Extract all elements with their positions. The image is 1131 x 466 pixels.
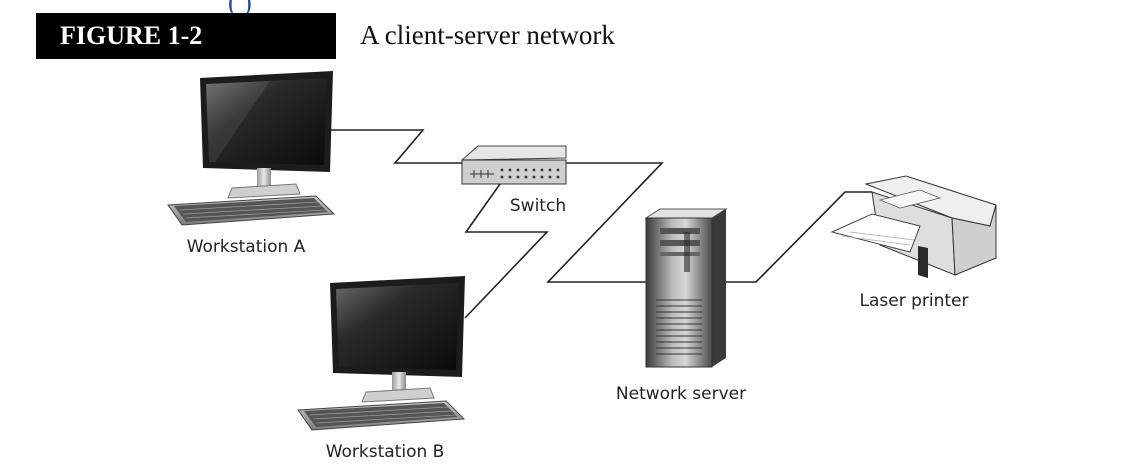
figure-number: FIGURE 1-2: [36, 13, 336, 59]
link-workstation-a-switch: [330, 129, 462, 164]
workstation-a-icon: [167, 71, 336, 226]
server-icon: [644, 208, 728, 368]
connection-lines: [330, 129, 872, 319]
server-label: Network server: [616, 384, 746, 404]
switch-label: Switch: [510, 196, 566, 216]
link-switch-workstation-b: [464, 183, 549, 319]
printer-icon: [830, 175, 997, 278]
switch-icon: [460, 145, 567, 185]
printer-label: Laser printer: [860, 291, 969, 311]
figure-caption: A client-server network: [360, 20, 615, 50]
link-switch-server: [546, 162, 664, 283]
workstation-b-label: Workstation B: [326, 442, 445, 462]
link-server-printer: [726, 191, 872, 283]
workstation-a-label: Workstation A: [187, 237, 306, 257]
workstation-b-icon: [297, 276, 466, 431]
cut-off-header-text: ( ): [228, 0, 252, 17]
